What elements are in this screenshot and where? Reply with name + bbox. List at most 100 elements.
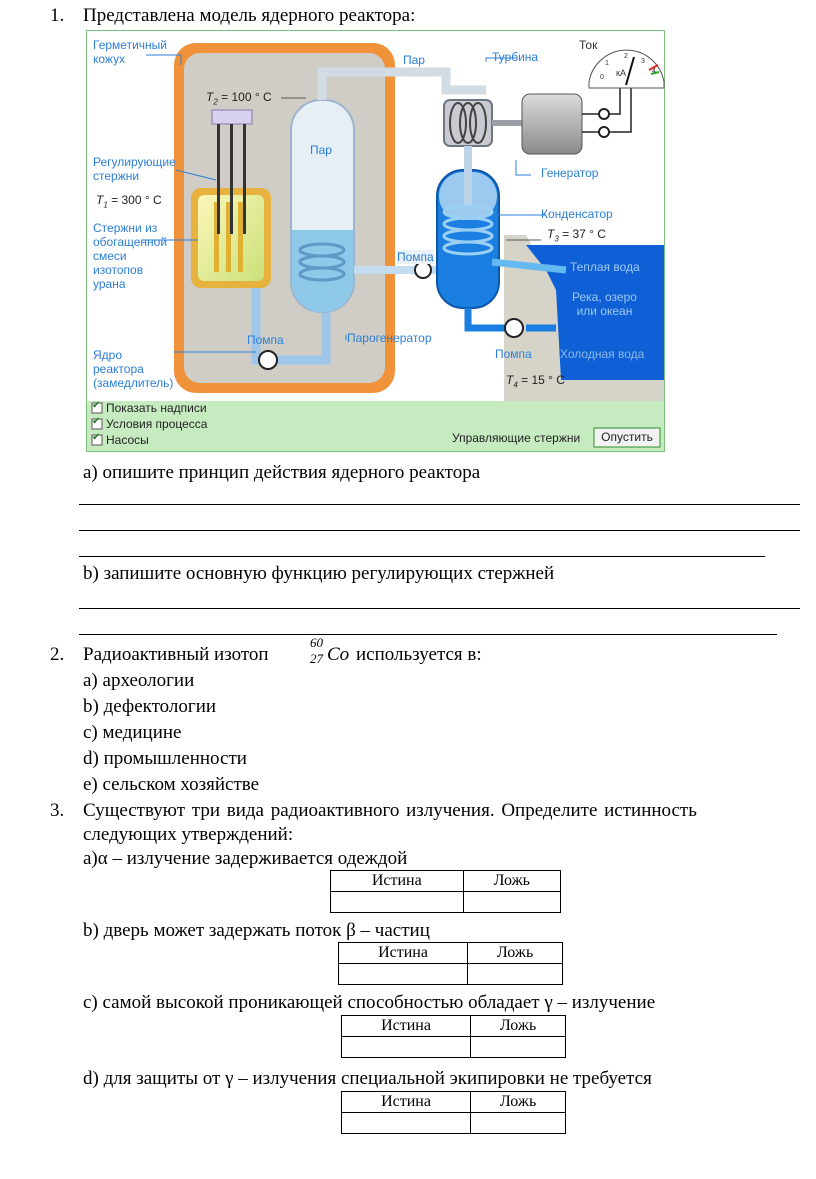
label-steam-inside: Пар	[310, 143, 332, 157]
question-3-number: 3.	[50, 800, 65, 821]
reactor-diagram: Герметичный кожух Пар Турбина Ток кА 0 1…	[86, 30, 665, 452]
checkbox-conditions[interactable]	[91, 418, 103, 430]
false-header: Ложь	[470, 1015, 566, 1037]
true-cell[interactable]	[340, 1112, 472, 1134]
label-generator: Генератор	[541, 166, 599, 180]
steam-pipe	[317, 67, 486, 100]
ammeter	[588, 49, 665, 89]
label-steam-top: Пар	[403, 53, 425, 67]
meter-tick-4: 4	[652, 68, 656, 75]
label-t2: T2 = 100 ° С	[206, 90, 272, 107]
question-3-line-1: Существуют три вида радиоактивного излуч…	[83, 800, 697, 821]
question-2-option-b: b) дефектологии	[83, 696, 217, 717]
river-water	[526, 245, 664, 380]
check-mark-conditions: ✔	[92, 416, 101, 427]
label-current: Ток	[579, 38, 598, 52]
isotope-atomic-number: 27	[310, 651, 323, 666]
answer-line	[79, 556, 765, 557]
label-pump-middle: Помпа	[397, 250, 434, 264]
label-warm-water: Теплая вода	[570, 260, 640, 274]
label-turbine: Турбина	[492, 50, 539, 64]
true-header: Истина	[337, 942, 469, 964]
checkbox-labels[interactable]	[91, 402, 103, 414]
pump-middle	[414, 261, 432, 279]
control-panel-bg	[87, 401, 664, 451]
meter-tick-2: 2	[624, 53, 628, 60]
steam-generator-water	[292, 230, 353, 313]
label-cold-water: Холодная вода	[560, 347, 645, 361]
question-2-option-a: a) археологии	[83, 670, 195, 691]
label-core: Ядро реактора (замедлитель)	[93, 348, 174, 390]
answer-line	[79, 634, 777, 635]
reactor-diagram-svg	[86, 30, 665, 452]
checkbox-conditions-text: Условия процесса	[106, 417, 208, 431]
answer-line	[79, 504, 800, 505]
false-header: Ложь	[470, 1091, 566, 1113]
checkbox-pumps-text: Насосы	[106, 433, 149, 447]
false-cell[interactable]	[470, 1112, 566, 1134]
true-cell[interactable]	[340, 1036, 472, 1058]
question-3-line-2: следующих утверждений:	[83, 824, 294, 845]
control-rods-head	[211, 109, 253, 125]
meter-tick-3: 3	[641, 58, 645, 65]
true-cell[interactable]	[337, 963, 469, 985]
false-cell[interactable]	[462, 891, 562, 913]
turbine	[443, 99, 493, 147]
label-condenser: Конденсатор	[541, 207, 613, 221]
checkbox-labels-text: Показать надписи	[106, 401, 207, 415]
label-control-rods: Регулирующие стержни	[93, 155, 176, 183]
generator	[521, 93, 583, 155]
control-rods-label: Управляющие стержни	[452, 431, 581, 445]
true-header: Истина	[340, 1091, 472, 1113]
false-cell[interactable]	[467, 963, 563, 985]
true-header: Истина	[340, 1015, 472, 1037]
true-cell[interactable]	[330, 891, 464, 913]
question-2-number: 2.	[50, 644, 65, 665]
question-3d: d) для защиты от γ – излучения специальн…	[83, 1068, 652, 1089]
question-2-option-c: c) медицине	[83, 722, 182, 743]
label-t4: T4 = 15 ° С	[506, 373, 565, 390]
question-3b: b) дверь может задержать поток β – части…	[83, 920, 430, 941]
label-t3: T3 = 37 ° С	[547, 227, 606, 244]
question-3c: c) самой высокой проникающей способность…	[83, 992, 656, 1013]
question-1b: b) запишите основную функцию регулирующи…	[83, 563, 555, 584]
true-header: Истина	[330, 870, 464, 892]
false-cell[interactable]	[470, 1036, 566, 1058]
pump-right	[504, 318, 524, 338]
answer-line	[79, 530, 800, 531]
pump-left	[258, 350, 278, 370]
label-river: Река, озеро или океан	[572, 290, 637, 318]
meter-unit: кА	[616, 68, 626, 78]
check-mark-labels: ✔	[92, 400, 101, 411]
meter-tick-0: 0	[600, 74, 604, 81]
question-1a: a) опишите принцип действия ядерного реа…	[83, 462, 481, 483]
question-1-title: Представлена модель ядерного реактора:	[83, 5, 416, 26]
lower-button[interactable]: Опустить	[601, 430, 653, 444]
question-2-option-e: e) сельском хозяйстве	[83, 774, 260, 795]
question-2-option-d: d) промышленности	[83, 748, 247, 769]
label-t1: T1 = 300 ° С	[96, 193, 162, 210]
question-1-number: 1.	[50, 5, 65, 26]
lower-button-bg	[593, 427, 661, 448]
label-enriched-rods: Стержни из обогащенной смеси изотопов ур…	[93, 221, 168, 291]
primary-loop-pipe	[251, 270, 331, 365]
label-pump-left: Помпа	[247, 333, 284, 347]
label-hermetic-casing: Герметичный кожух	[93, 38, 167, 66]
false-header: Ложь	[467, 942, 563, 964]
question-2-text-before: Радиоактивный изотоп	[83, 644, 269, 665]
answer-line	[79, 608, 800, 609]
check-mark-pumps: ✔	[92, 432, 101, 443]
isotope-symbol: Co	[327, 644, 350, 665]
question-2-text-after: используется в:	[356, 644, 482, 665]
label-steam-generator: Парогенератор	[347, 331, 432, 345]
meter-tick-1: 1	[605, 60, 609, 67]
checkbox-pumps[interactable]	[91, 434, 103, 446]
label-pump-right: Помпа	[495, 347, 532, 361]
false-header: Ложь	[462, 870, 562, 892]
question-3a: a)α – излучение задерживается одеждой	[83, 848, 408, 869]
isotope-mass-number: 60	[310, 635, 323, 650]
